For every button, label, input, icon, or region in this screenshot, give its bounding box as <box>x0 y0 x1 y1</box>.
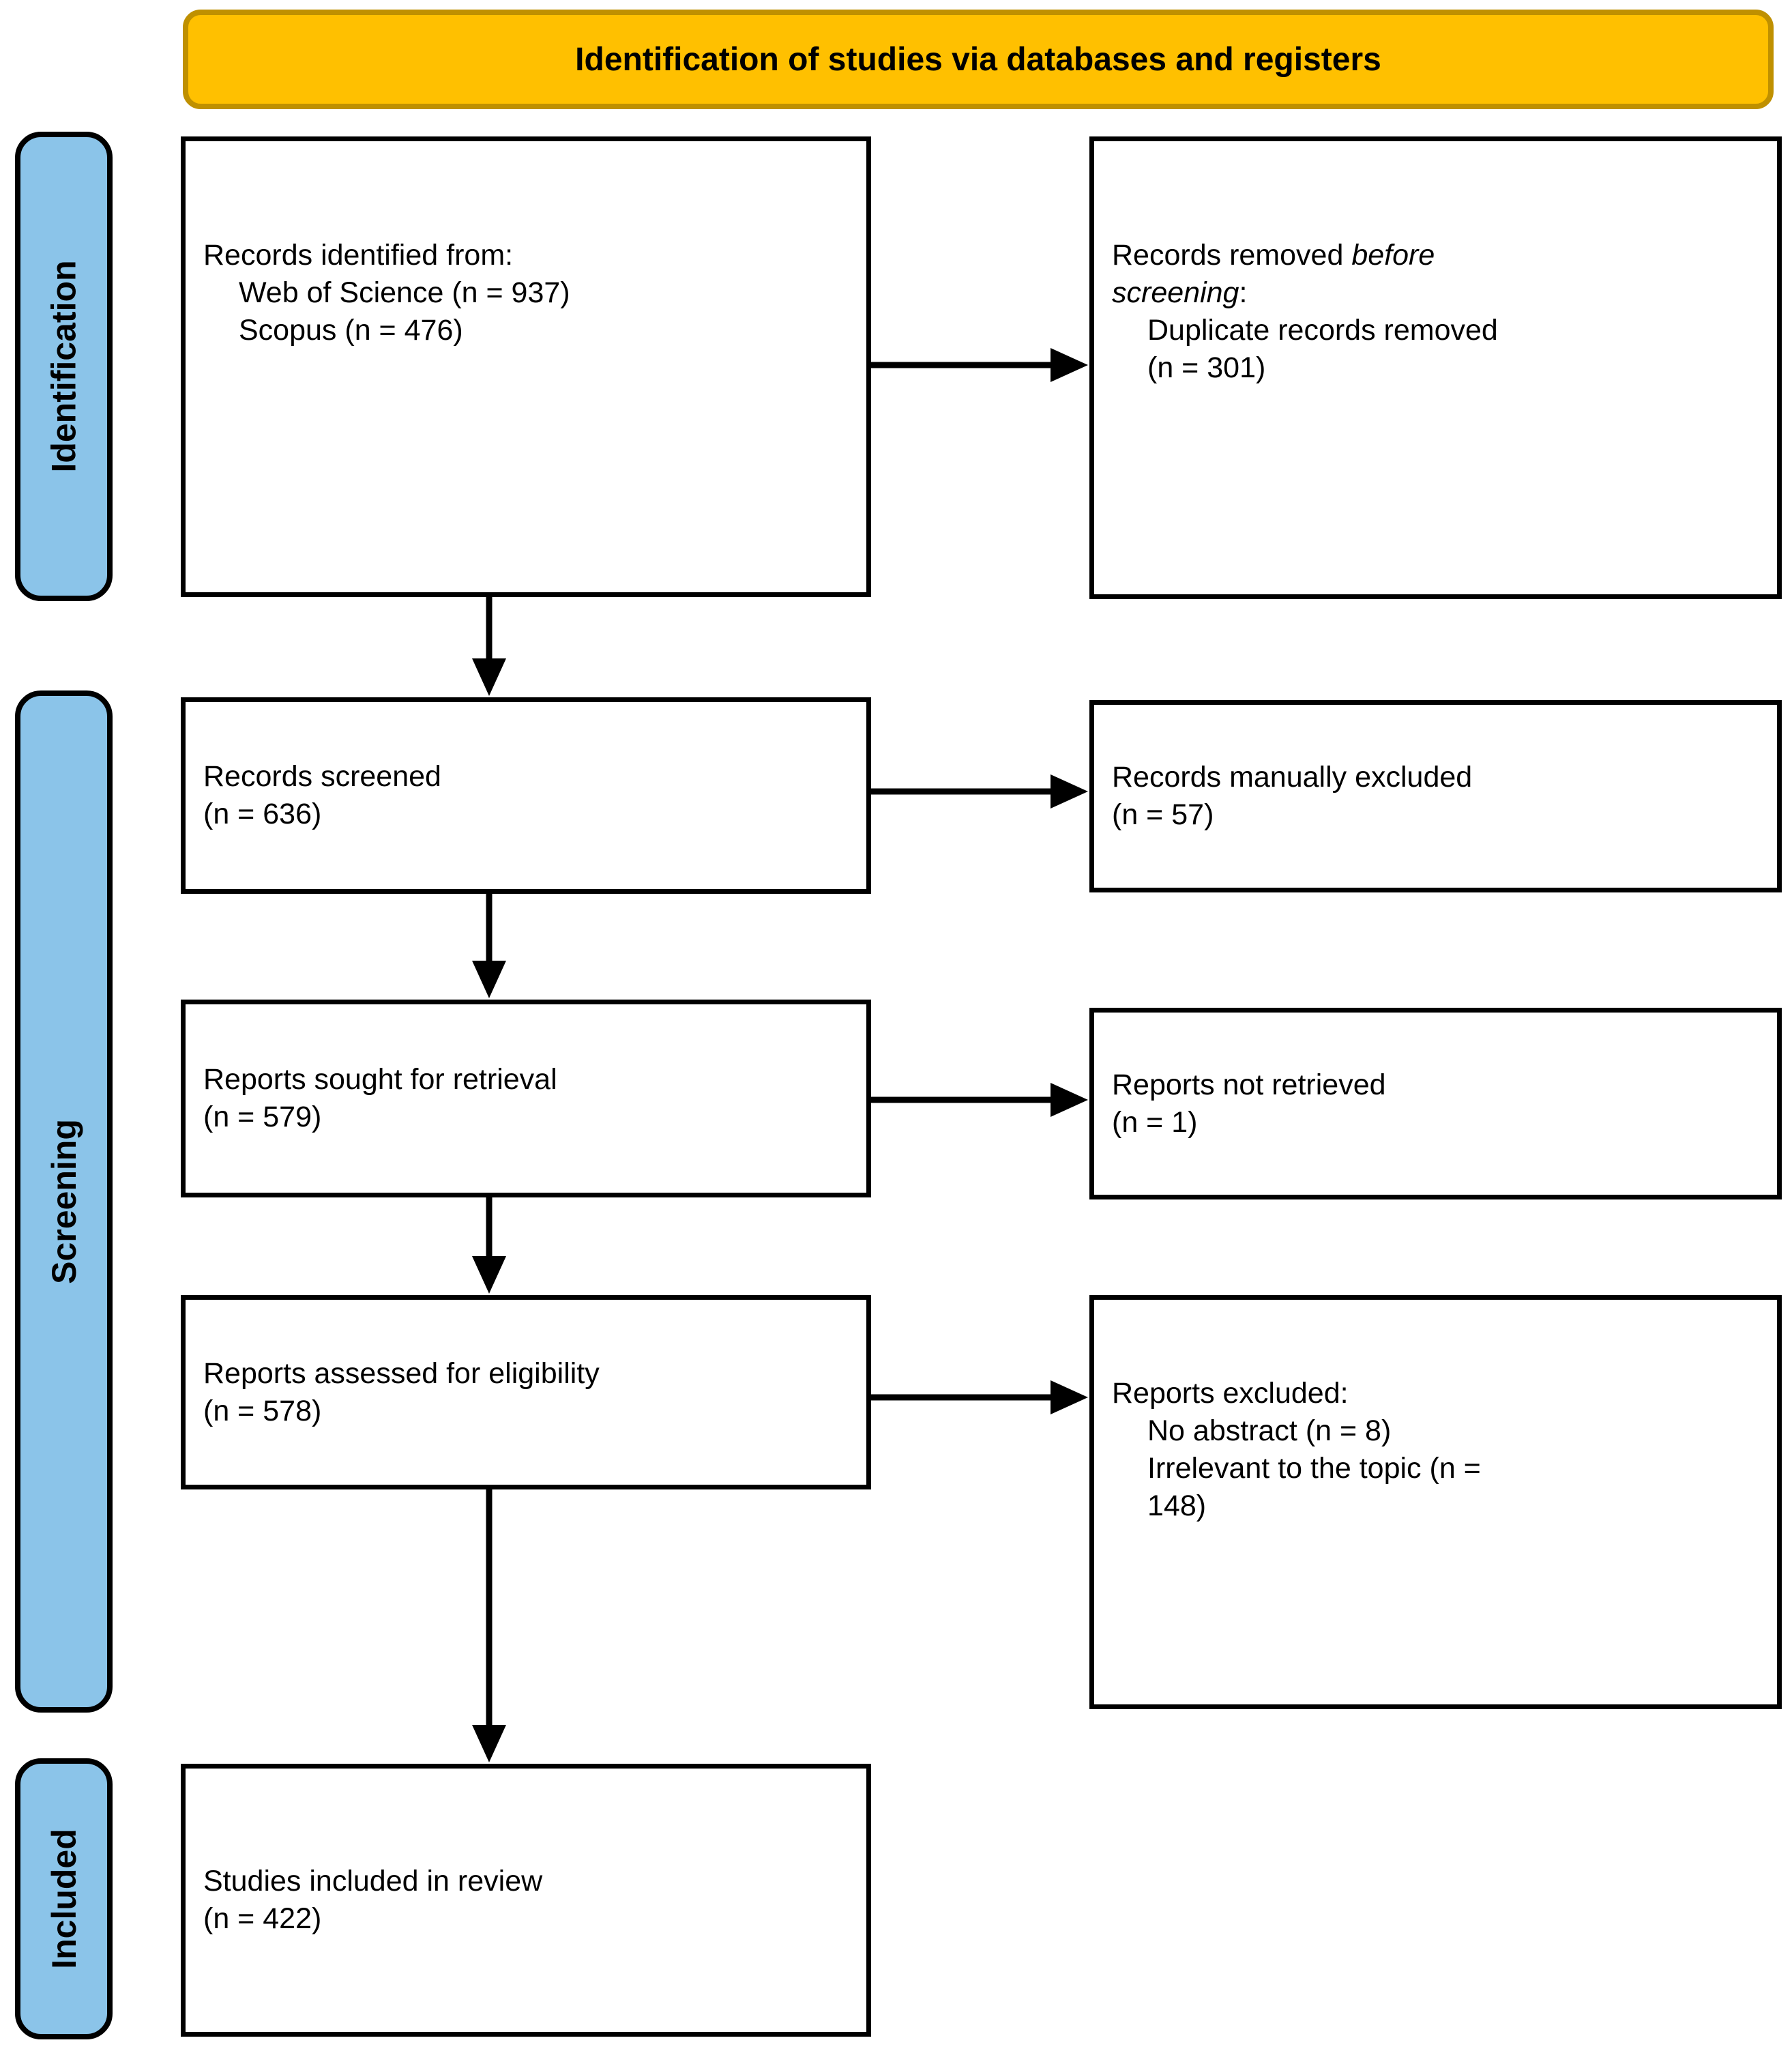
box-text: Studies included in review (n = 422) <box>203 1865 543 1935</box>
box-text: Reports sought for retrieval (n = 579) <box>203 1063 557 1133</box>
box-item: Duplicate records removed (n = 301) <box>1147 314 1498 384</box>
heading-suffix: : <box>1239 276 1248 309</box>
box-reports-sought: Reports sought for retrieval (n = 579) <box>181 1000 871 1197</box>
box-records-removed: Records removed before screening: Duplic… <box>1089 136 1782 599</box>
box-item: Irrelevant to the topic (n = 148) <box>1147 1452 1481 1522</box>
box-studies-included: Studies included in review (n = 422) <box>181 1764 871 2037</box>
box-reports-excluded: Reports excluded: No abstract (n = 8) Ir… <box>1089 1295 1782 1709</box>
arrow-head <box>472 961 506 998</box>
box-text: Reports assessed for eligibility (n = 57… <box>203 1356 600 1427</box>
arrow-sought-to-assessed <box>472 1197 506 1294</box>
arrow-head <box>472 1725 506 1762</box>
box-text: Reports not retrieved (n = 1) <box>1112 1068 1386 1139</box>
arrow-assessed-to-excluded <box>871 1380 1088 1414</box>
box-heading: Reports excluded: <box>1112 1377 1349 1410</box>
box-reports-assessed: Reports assessed for eligibility (n = 57… <box>181 1295 871 1489</box>
box-records-identified: Records identified from: Web of Science … <box>181 136 871 597</box>
heading-italic: screening <box>1112 276 1239 309</box>
diagram-title: Identification of studies via databases … <box>575 41 1381 78</box>
arrow-head <box>472 658 506 696</box>
arrow-sought-to-not-retrieved <box>871 1083 1088 1117</box>
arrow-screened-to-sought <box>472 894 506 998</box>
arrow-head <box>1051 774 1088 809</box>
stage-identification: Identification <box>15 132 113 601</box>
arrow-head <box>1051 1083 1088 1117</box>
box-reports-not-retrieved: Reports not retrieved (n = 1) <box>1089 1008 1782 1199</box>
arrow-head <box>1051 1380 1088 1414</box>
arrow-identified-to-removed <box>871 348 1088 382</box>
box-item: Scopus (n = 476) <box>239 314 463 347</box>
box-records-screened: Records screened (n = 636) <box>181 697 871 894</box>
arrow-head <box>1051 348 1088 382</box>
box-item: No abstract (n = 8) <box>1147 1414 1392 1447</box>
arrow-screened-to-manually-excluded <box>871 774 1088 809</box>
heading-italic: before <box>1351 239 1435 272</box>
box-heading: Records identified from: <box>203 239 514 272</box>
stage-screening: Screening <box>15 690 113 1713</box>
stage-included: Included <box>15 1758 113 2039</box>
arrow-head <box>472 1256 506 1294</box>
box-text: Records manually excluded (n = 57) <box>1112 761 1473 831</box>
box-text: Records screened (n = 636) <box>203 760 441 830</box>
heading-normal: Records removed <box>1112 239 1352 272</box>
box-item: Web of Science (n = 937) <box>239 276 570 309</box>
title-banner: Identification of studies via databases … <box>183 10 1774 109</box>
box-heading: Records removed before screening: <box>1112 237 1757 312</box>
arrow-assessed-to-included <box>472 1489 506 1762</box>
arrow-identified-to-screened <box>472 597 506 696</box>
box-records-manually-excluded: Records manually excluded (n = 57) <box>1089 700 1782 892</box>
